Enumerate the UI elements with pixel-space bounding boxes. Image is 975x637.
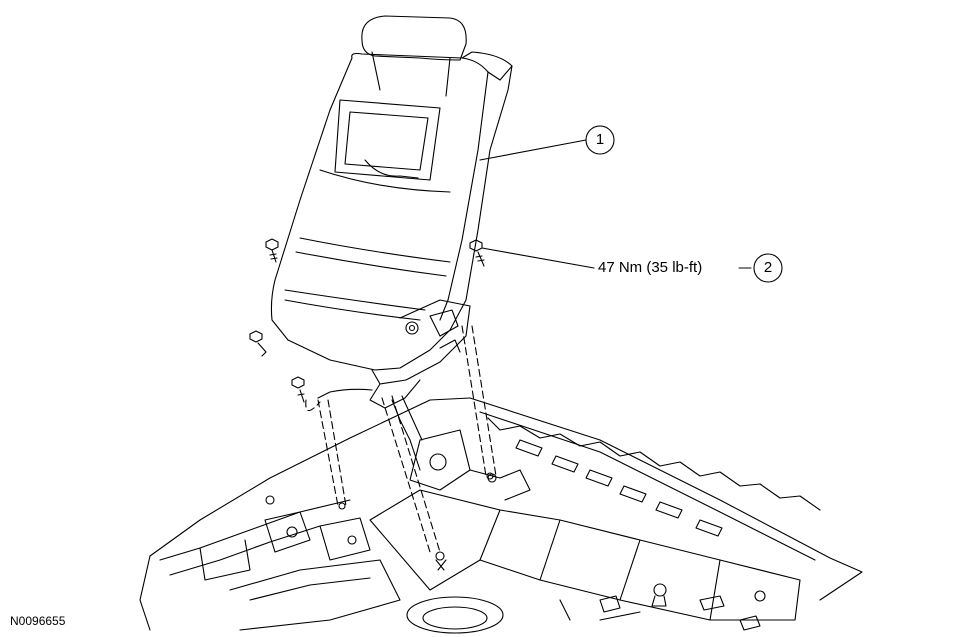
leader-line-2 bbox=[481, 247, 595, 269]
torque-spec-label: 47 Nm (35 lb-ft) bbox=[598, 259, 703, 276]
vehicle-floor bbox=[139, 395, 863, 634]
seat-backrest bbox=[270, 15, 513, 409]
callout-circle-1 bbox=[585, 125, 615, 155]
callout-2-number: 2 bbox=[763, 259, 773, 276]
figure-id: N0096655 bbox=[10, 614, 66, 628]
bolts bbox=[249, 238, 485, 403]
leader-line-1 bbox=[479, 139, 587, 161]
callout-circle-2 bbox=[753, 253, 783, 283]
alignment-lines bbox=[305, 325, 497, 553]
leader-lines bbox=[479, 139, 752, 269]
callout-1-number: 1 bbox=[595, 131, 605, 148]
